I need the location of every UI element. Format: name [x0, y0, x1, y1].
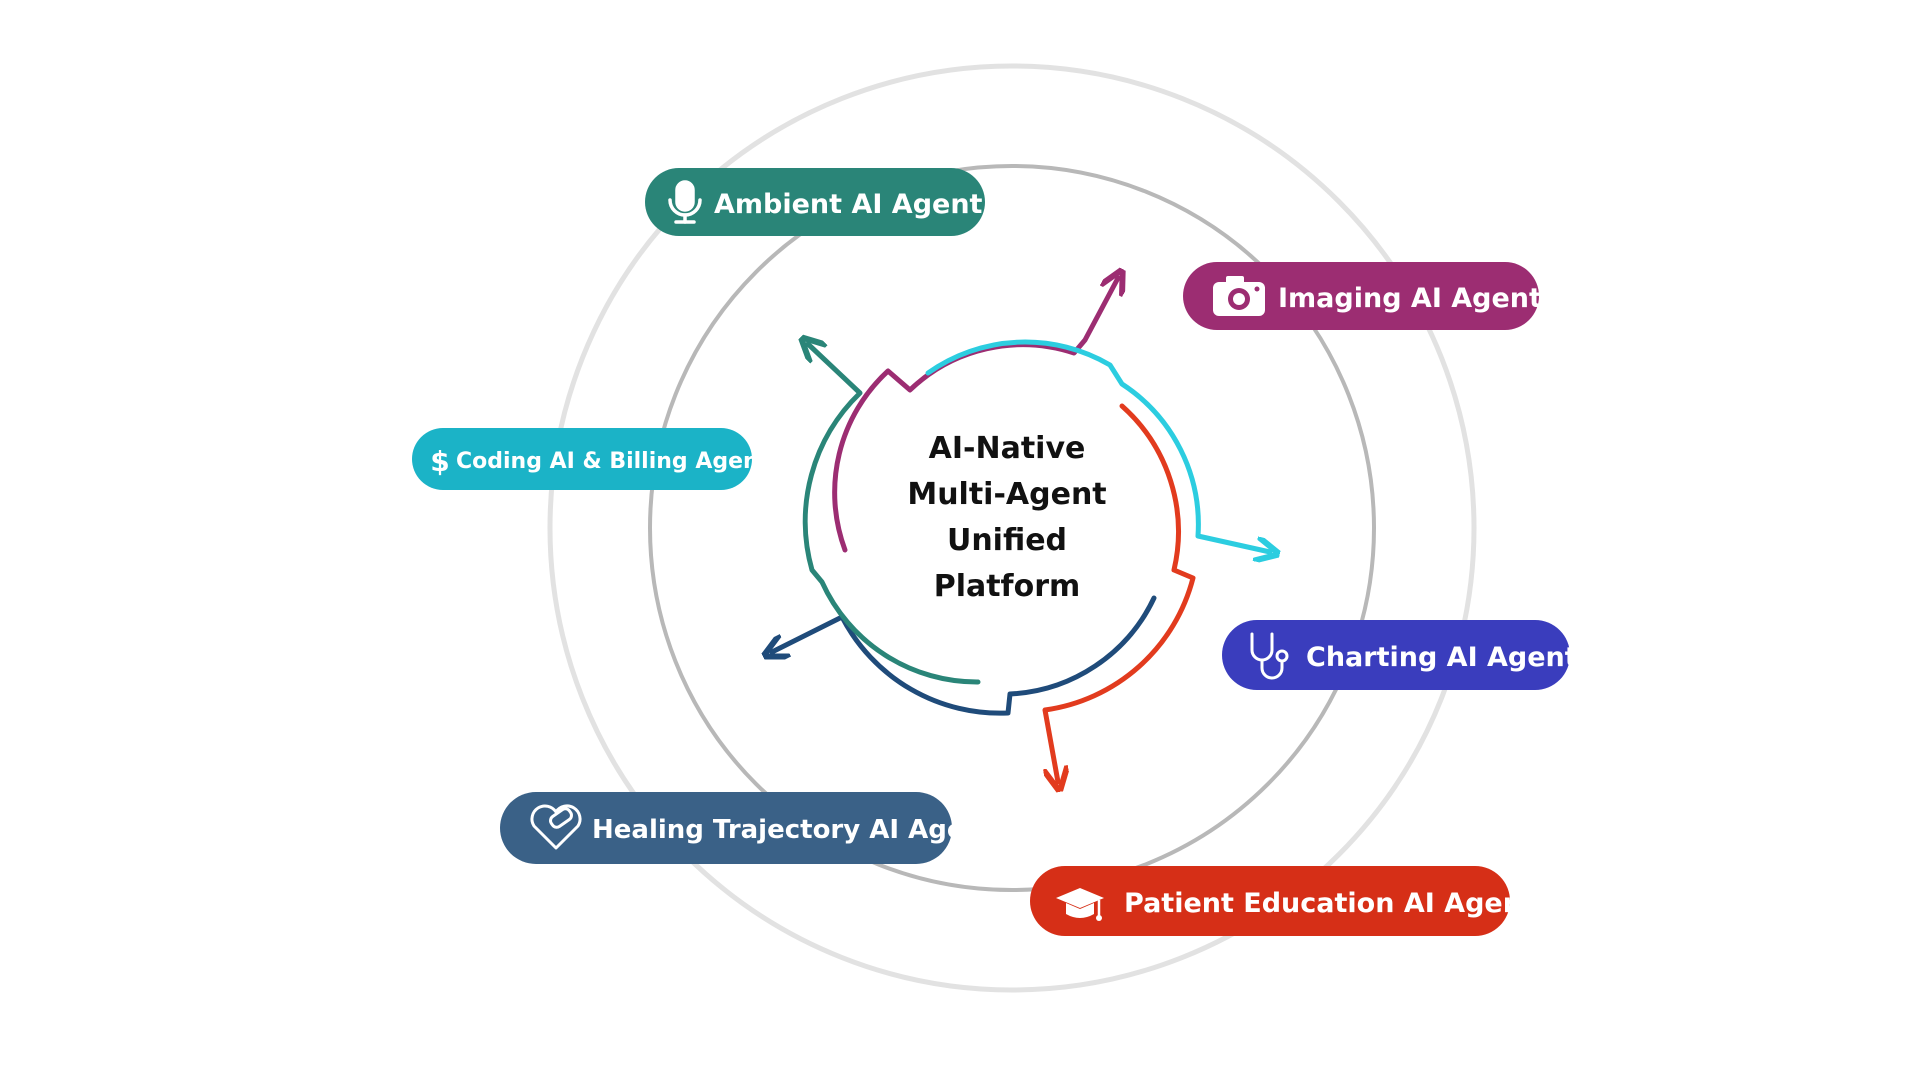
healing-trajectory-agent-label: Healing Trajectory AI Agent	[592, 815, 995, 845]
ambient-ai-agent-label: Ambient AI Agent	[714, 189, 983, 220]
graduation-cap-icon	[1056, 888, 1104, 921]
navy-arc-arrow	[772, 595, 1157, 716]
healing-trajectory-agent-pill: Healing Trajectory AI Agent	[500, 792, 995, 864]
center-title-line-1: AI-Native	[929, 431, 1086, 466]
coding-billing-agent-pill: $ Coding AI & Billing Agent	[412, 428, 770, 490]
imaging-ai-agent-label: Imaging AI Agent	[1278, 283, 1542, 314]
charting-ai-agent-label: Charting AI Agent	[1306, 642, 1578, 673]
patient-education-agent-label: Patient Education AI Agent	[1124, 888, 1535, 919]
outer-ring	[547, 63, 1477, 993]
camera-icon	[1213, 276, 1265, 316]
teal-arc-arrow	[805, 344, 981, 685]
inner-ring	[648, 164, 1376, 892]
patient-education-agent-pill: Patient Education AI Agent	[1030, 866, 1535, 936]
center-title-line-4: Platform	[934, 569, 1081, 604]
coding-billing-agent-label: Coding AI & Billing Agent	[456, 449, 770, 474]
charting-ai-agent-pill: Charting AI Agent	[1222, 620, 1578, 690]
red-arc-arrow	[1042, 403, 1196, 782]
heart-bandage-icon	[530, 804, 582, 850]
center-title-line-3: Unified	[947, 523, 1067, 558]
cyan-arc-arrow	[925, 339, 1270, 552]
center-title-line-2: Multi-Agent	[907, 477, 1106, 512]
ambient-ai-agent-pill: Ambient AI Agent	[645, 168, 985, 236]
microphone-icon	[668, 180, 702, 224]
imaging-ai-agent-pill: Imaging AI Agent	[1183, 262, 1542, 330]
dollar-icon: $	[430, 445, 449, 478]
cycle-arrows	[772, 278, 1270, 782]
center-title: AI-Native Multi-Agent Unified Platform	[907, 431, 1106, 604]
stethoscope-icon	[1250, 632, 1289, 680]
magenta-arc-arrow	[832, 278, 1118, 553]
